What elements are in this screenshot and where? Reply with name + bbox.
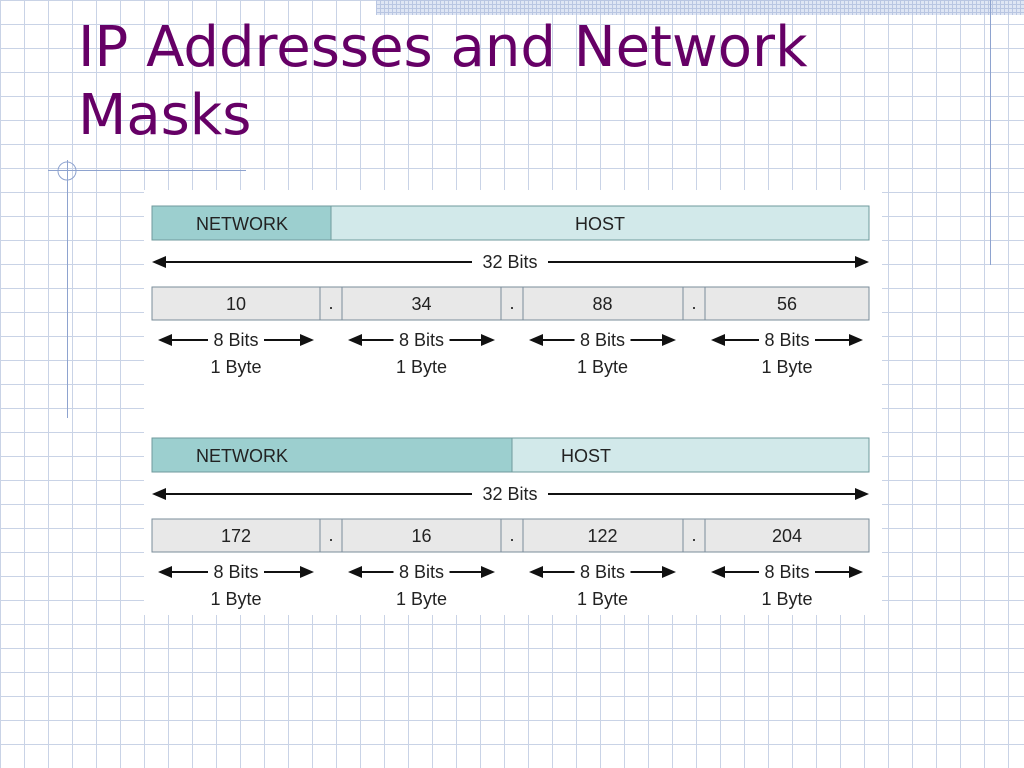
diagram-2-octet-1-value: 172 [221, 526, 251, 546]
diagram-1-separator-1 [319, 286, 343, 321]
diagram-1-octet-3-bits-label: 8 Bits [580, 330, 625, 350]
diagram-2-separator-dot-3: . [691, 525, 696, 545]
diagram-1-separator-3 [682, 286, 706, 321]
title-bar-decoration [376, 0, 1024, 15]
diagram-2-separator-dot-2: . [509, 525, 514, 545]
diagram-2-octet-2-arrowhead-right [481, 566, 495, 578]
diagram-1-octet-3-value: 88 [592, 294, 612, 314]
diagram-2-octet-2-value: 16 [411, 526, 431, 546]
diagram-2-octet-1-byte-label: 1 Byte [210, 589, 261, 609]
diagram-1-octet-4-byte-label: 1 Byte [761, 357, 812, 377]
diagram-1-host-segment [330, 205, 870, 241]
diagram-1-octet-3-arrowhead-right [662, 334, 676, 346]
left-vertical-rule [67, 160, 68, 418]
diagram-1-octet-1-arrowhead-left [158, 334, 172, 346]
diagram-1-octet-2-bits-label: 8 Bits [399, 330, 444, 350]
diagram-2-separator-dot-1: . [328, 525, 333, 545]
diagram-2-separator-1 [319, 518, 343, 553]
diagram-2-octet-4-byte-label: 1 Byte [761, 589, 812, 609]
diagram-1-octet-2-value: 34 [411, 294, 431, 314]
title-underline-rule [48, 170, 246, 171]
diagram-1-octet-4-bits-label: 8 Bits [764, 330, 809, 350]
diagram-2-separator-2 [500, 518, 524, 553]
diagram-2-octet-3-value: 122 [587, 526, 617, 546]
diagram-2-total-arrowhead-right [855, 488, 869, 500]
diagram-1-network-label: NETWORK [196, 214, 288, 234]
diagram-1-separator-2 [500, 286, 524, 321]
diagram-2-octet-4-arrowhead-right [849, 566, 863, 578]
diagram-2-octet-4-value: 204 [772, 526, 802, 546]
diagram-1-octet-3-byte-label: 1 Byte [577, 357, 628, 377]
diagram-2-total-bits-label: 32 Bits [482, 484, 537, 504]
diagram-panel: NETWORK HOST 32 Bits 10 8 Bits 1 Byte. 34 8 Bit… [144, 190, 882, 615]
diagram-2-octet-3-arrowhead-right [662, 566, 676, 578]
diagram-2-octet-3-bits-label: 8 Bits [580, 562, 625, 582]
diagram-2-network-segment [151, 437, 513, 473]
slide-title: IP Addresses and Network Masks [78, 15, 808, 148]
diagram-2-separator-3 [682, 518, 706, 553]
diagram-1-separator-dot-1: . [328, 293, 333, 313]
diagram-1-octet-1-bits-label: 8 Bits [213, 330, 258, 350]
diagram-1-separator-dot-3: . [691, 293, 696, 313]
diagram-2-octet-2-arrowhead-left [348, 566, 362, 578]
diagram-2-octet-2-bits-label: 8 Bits [399, 562, 444, 582]
diagram-1-octet-4-value: 56 [777, 294, 797, 314]
diagram-2-octet-4-bits-label: 8 Bits [764, 562, 809, 582]
diagram-1-network-segment [151, 205, 332, 241]
diagram-1-octet-4-arrowhead-left [711, 334, 725, 346]
diagram-2-octet-2-byte-label: 1 Byte [396, 589, 447, 609]
diagram-2-octet-4-arrowhead-left [711, 566, 725, 578]
diagram-1-octet-4-arrowhead-right [849, 334, 863, 346]
diagram-1-separator-dot-2: . [509, 293, 514, 313]
diagram-2-octet-1-bits-label: 8 Bits [213, 562, 258, 582]
diagram-1-octet-1-byte-label: 1 Byte [210, 357, 261, 377]
diagram-2-host-segment [511, 437, 870, 473]
diagram-1-octet-2-byte-label: 1 Byte [396, 357, 447, 377]
diagram-2-octet-1-arrowhead-right [300, 566, 314, 578]
diagram-2-host-label: HOST [561, 446, 611, 466]
ip-address-diagram: NETWORK HOST 32 Bits 10 8 Bits 1 Byte. 34 8 Bit… [151, 205, 870, 609]
diagram-2-octet-3-byte-label: 1 Byte [577, 589, 628, 609]
diagram-1-octet-2-arrowhead-right [481, 334, 495, 346]
diagram-2-total-arrowhead-left [152, 488, 166, 500]
title-circle-mark [57, 161, 77, 181]
diagram-2-octet-1-arrowhead-left [158, 566, 172, 578]
diagram-1-octet-3-arrowhead-left [529, 334, 543, 346]
diagram-1-total-arrowhead-right [855, 256, 869, 268]
diagram-2-network-label: NETWORK [196, 446, 288, 466]
diagram-1-total-bits-label: 32 Bits [482, 252, 537, 272]
diagram-1-octet-2-arrowhead-left [348, 334, 362, 346]
diagram-2-octet-3-arrowhead-left [529, 566, 543, 578]
right-vertical-rule [990, 0, 991, 265]
diagram-1-octet-1-arrowhead-right [300, 334, 314, 346]
diagram-1-host-label: HOST [575, 214, 625, 234]
diagram-1-octet-1-value: 10 [226, 294, 246, 314]
diagram-1-total-arrowhead-left [152, 256, 166, 268]
